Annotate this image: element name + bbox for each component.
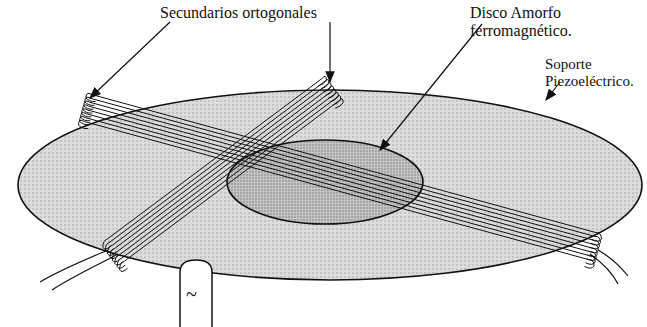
leader-line (90, 22, 170, 98)
lead-wire (52, 254, 118, 290)
leader-line (380, 24, 482, 150)
ac-symbol: ~ (186, 283, 206, 306)
piezo-support (18, 90, 642, 280)
orthogonal-secondaries (79, 76, 602, 271)
part-label: Soporte Piezoeléctrico. (545, 56, 644, 91)
lead-wire (590, 254, 618, 284)
ac-connector (180, 260, 212, 327)
part-label: Secundarios ortogonales (160, 4, 380, 22)
leader-line (329, 22, 330, 82)
part-label: Disco Amorfo ferromagnético. (470, 4, 620, 41)
lead-wire (598, 250, 628, 276)
